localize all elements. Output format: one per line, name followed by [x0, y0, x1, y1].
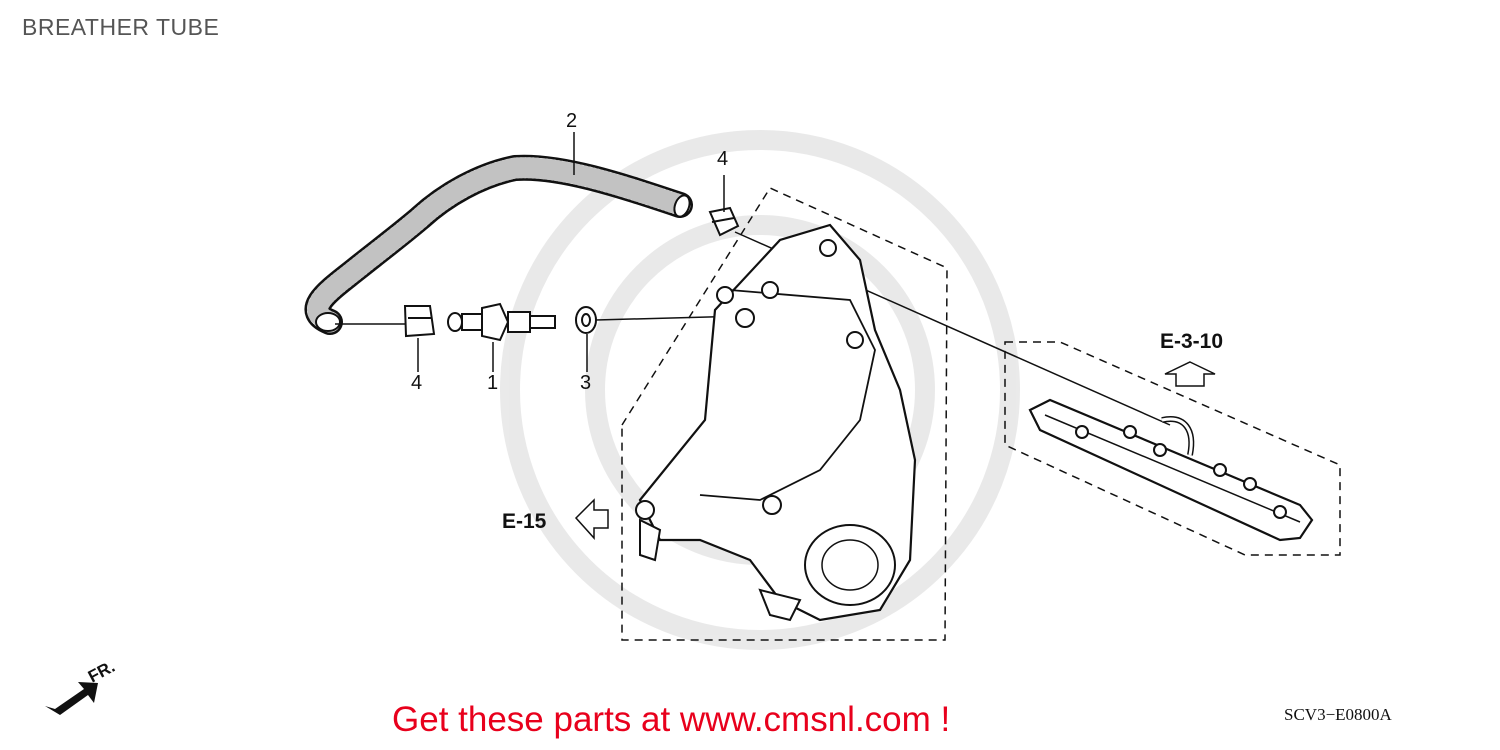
- fuel-rail: [1004, 341, 1341, 556]
- page-title: BREATHER TUBE: [22, 14, 220, 40]
- front-direction-arrow-icon: [45, 682, 98, 715]
- callout-2: 2: [566, 110, 578, 132]
- ref-e-3-10[interactable]: E-3-10: [1160, 330, 1224, 353]
- arrow-up-icon: [1164, 361, 1216, 387]
- breather-hose: [304, 154, 693, 335]
- diagram-code: SCV3−E0800A: [1284, 705, 1392, 724]
- callout-4-top: 4: [717, 148, 729, 170]
- intake-manifold: [621, 187, 948, 641]
- callout-1: 1: [487, 372, 499, 394]
- callout-4-left: 4: [411, 372, 423, 394]
- washer: [575, 306, 597, 334]
- arrow-left-icon: [574, 498, 609, 540]
- clamp-left: [403, 305, 436, 338]
- callout-3: 3: [580, 372, 592, 394]
- ref-e-15[interactable]: E-15: [502, 510, 547, 533]
- promo-banner[interactable]: Get these parts at www.cmsnl.com !: [392, 700, 951, 739]
- pcv-valve: [447, 302, 556, 342]
